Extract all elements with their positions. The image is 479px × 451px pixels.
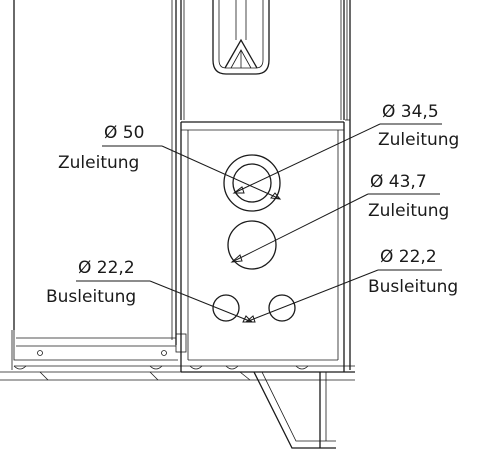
cable-label: Zuleitung bbox=[58, 153, 139, 173]
annotation-hole-50: Ø 50 Zuleitung bbox=[58, 123, 282, 200]
screw-hole-right bbox=[161, 350, 167, 356]
hole-43-7 bbox=[227, 220, 277, 270]
cable-label: Zuleitung bbox=[368, 201, 449, 221]
diameter-label: Ø 22,2 bbox=[78, 258, 135, 278]
diameter-label: Ø 50 bbox=[104, 123, 144, 143]
hole-22-2-right bbox=[268, 294, 296, 322]
diameter-label: Ø 34,5 bbox=[382, 102, 439, 122]
center-column bbox=[180, 0, 345, 120]
cable-entry-panel bbox=[180, 121, 355, 373]
cable-label: Zuleitung bbox=[378, 130, 459, 150]
diameter-label: Ø 43,7 bbox=[370, 172, 427, 192]
hole-22-2-left bbox=[212, 294, 240, 322]
cable-label: Busleitung bbox=[368, 277, 458, 297]
right-housing bbox=[345, 0, 351, 370]
hole-50-outer bbox=[223, 154, 281, 212]
screw-hole-left bbox=[37, 350, 43, 356]
cable-label: Busleitung bbox=[46, 287, 136, 307]
annotation-hole-22-2-left: Ø 22,2 Busleitung bbox=[46, 258, 254, 323]
left-housing bbox=[11, 0, 187, 370]
diameter-label: Ø 22,2 bbox=[380, 247, 437, 267]
bottom-rails bbox=[0, 365, 355, 381]
annotation-hole-34-5: Ø 34,5 Zuleitung bbox=[232, 102, 459, 194]
mounting-foot bbox=[253, 371, 336, 449]
hole-34-5-inner bbox=[232, 163, 272, 203]
annotation-hole-22-2-right: Ø 22,2 Busleitung bbox=[244, 247, 458, 323]
annotation-hole-43-7: Ø 43,7 Zuleitung bbox=[230, 172, 449, 263]
